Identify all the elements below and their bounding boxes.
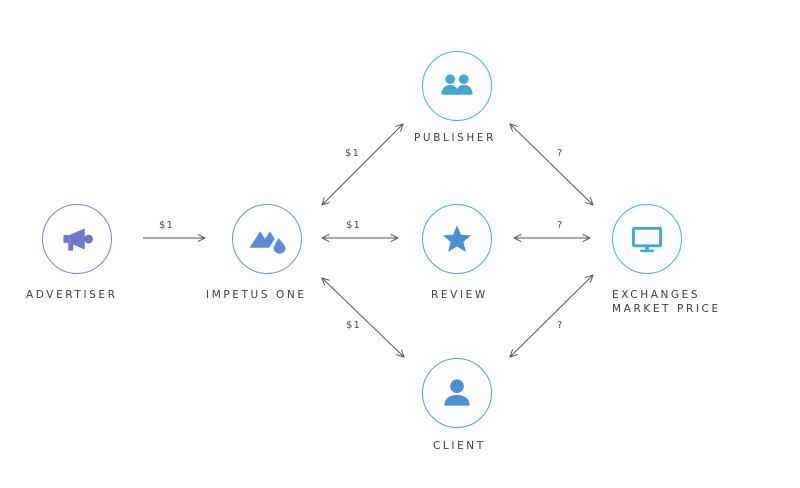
arrow-publisher-exchanges bbox=[510, 124, 593, 205]
monitor-icon bbox=[631, 226, 663, 253]
user-icon bbox=[444, 379, 470, 406]
megaphone-icon bbox=[63, 228, 94, 251]
exchanges-node bbox=[612, 204, 682, 274]
edge-label-review-exchanges: ? bbox=[557, 220, 564, 231]
users-icon bbox=[441, 74, 473, 95]
advertiser-node bbox=[42, 204, 112, 274]
advertiser-label: ADVERTISER bbox=[26, 289, 118, 301]
client-label: CLIENT bbox=[433, 440, 486, 452]
arrow-impetus-client bbox=[322, 278, 404, 357]
exchanges-label-line1: EXCHANGES bbox=[612, 289, 701, 301]
publisher-label: PUBLISHER bbox=[414, 132, 497, 144]
edge-label-impetus-review: $1 bbox=[346, 220, 362, 231]
star-icon bbox=[442, 225, 472, 252]
arrow-impetus-publisher bbox=[322, 124, 403, 205]
review-node bbox=[422, 204, 492, 274]
edge-label-client-exchanges: ? bbox=[557, 320, 564, 331]
edge-label-impetus-client: $1 bbox=[346, 320, 362, 331]
publisher-node bbox=[422, 51, 492, 121]
client-node bbox=[422, 358, 492, 428]
edge-label-publisher-exchanges: ? bbox=[557, 148, 564, 159]
edge-label-advertiser-impetus: $1 bbox=[159, 220, 175, 231]
exchanges-label-line2: MARKET PRICE bbox=[612, 303, 721, 315]
impetus-logo-icon bbox=[249, 231, 286, 254]
impetus-node bbox=[232, 204, 302, 274]
impetus-label: IMPETUS ONE bbox=[206, 289, 307, 301]
arrow-client-exchanges bbox=[510, 275, 593, 357]
edge-label-impetus-publisher: $1 bbox=[345, 148, 361, 159]
review-label: REVIEW bbox=[431, 289, 488, 301]
